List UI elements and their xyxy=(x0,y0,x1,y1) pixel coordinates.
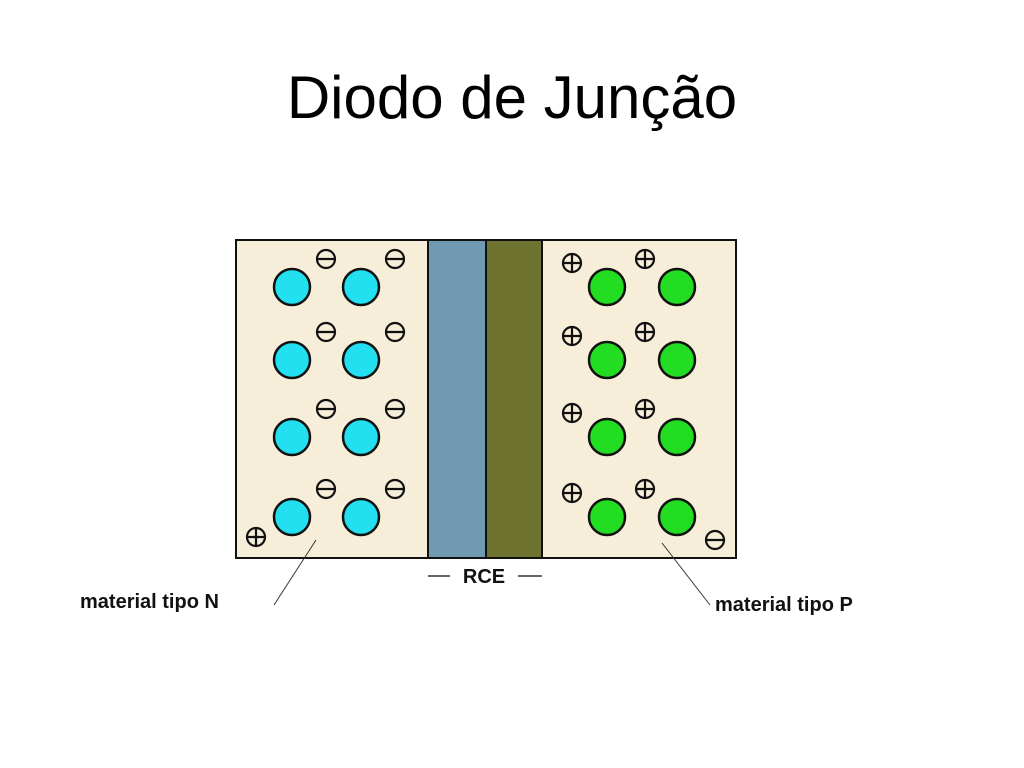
p-atom xyxy=(657,340,697,380)
p-atom xyxy=(587,417,627,457)
minus-charge-icon xyxy=(384,248,406,270)
p-atom xyxy=(657,497,697,537)
charge-markers xyxy=(245,248,726,551)
depletion-region-label: RCE xyxy=(463,566,505,588)
minus-charge-icon xyxy=(704,529,726,551)
p-atom xyxy=(587,497,627,537)
minus-charge-icon xyxy=(315,478,337,500)
n-atom xyxy=(272,340,312,380)
n-atom xyxy=(341,497,381,537)
depletion-band-n-side xyxy=(427,239,487,559)
n-material-label: material tipo N xyxy=(80,591,219,613)
plus-charge-icon xyxy=(634,478,656,500)
n-atom xyxy=(272,417,312,457)
depletion-band-p-side xyxy=(485,239,543,559)
n-side-atoms xyxy=(272,267,381,537)
plus-charge-icon xyxy=(561,252,583,274)
n-atom xyxy=(272,497,312,537)
p-atom xyxy=(657,417,697,457)
minus-charge-icon xyxy=(384,478,406,500)
minus-charge-icon xyxy=(315,321,337,343)
plus-charge-icon xyxy=(561,402,583,424)
p-material-label: material tipo P xyxy=(715,594,853,616)
plus-charge-icon xyxy=(245,526,267,548)
minus-charge-icon xyxy=(384,398,406,420)
n-atom xyxy=(341,340,381,380)
n-atom xyxy=(341,417,381,457)
p-atom xyxy=(657,267,697,307)
plus-charge-icon xyxy=(634,248,656,270)
minus-charge-icon xyxy=(384,321,406,343)
p-side-atoms xyxy=(587,267,697,537)
p-atom xyxy=(587,267,627,307)
minus-charge-icon xyxy=(315,398,337,420)
p-atom xyxy=(587,340,627,380)
n-atom xyxy=(272,267,312,307)
slide-title: Diodo de Junção xyxy=(286,64,738,131)
plus-charge-icon xyxy=(634,398,656,420)
p-material-leader-line xyxy=(661,542,711,606)
plus-charge-icon xyxy=(561,482,583,504)
plus-charge-icon xyxy=(561,325,583,347)
plus-charge-icon xyxy=(634,321,656,343)
n-material-leader-line xyxy=(273,539,317,606)
n-atom xyxy=(341,267,381,307)
minus-charge-icon xyxy=(315,248,337,270)
